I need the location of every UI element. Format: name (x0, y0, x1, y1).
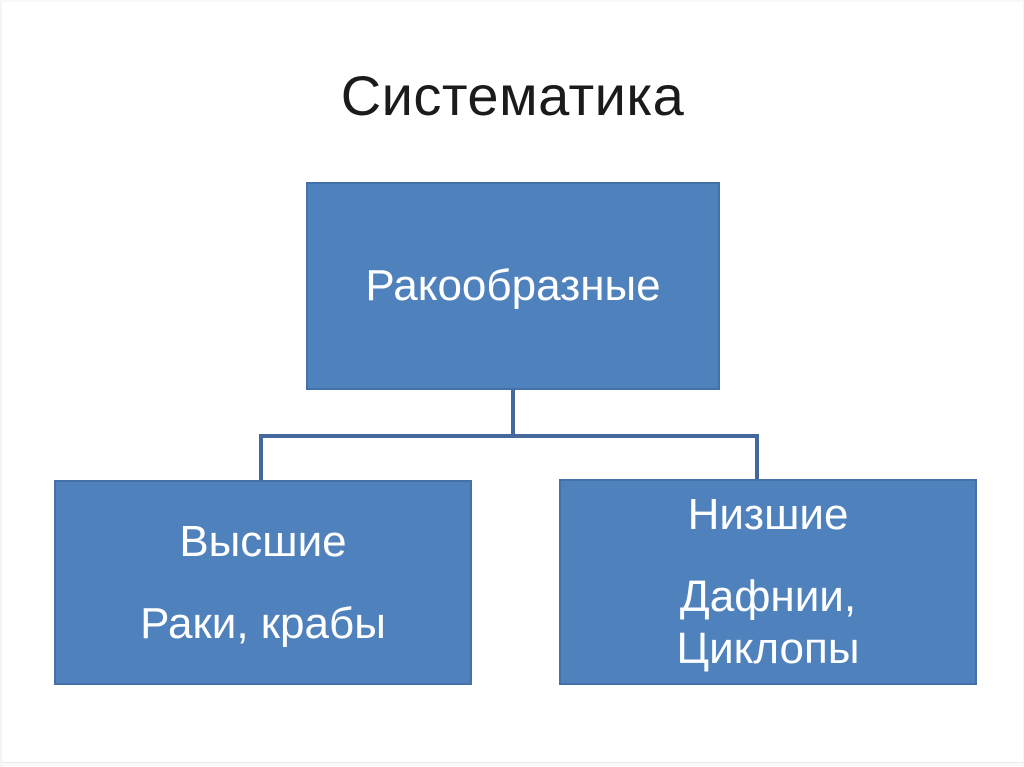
node-detail-line: Циклопы (676, 624, 860, 673)
slide-bottom-edge (2, 762, 1023, 767)
connector-drop-right (755, 436, 759, 480)
diagram-node-lower: Низшие Дафнии, Циклопы (559, 479, 977, 685)
slide-title: Систематика (340, 64, 685, 127)
node-detail: Раки, крабы (140, 598, 386, 650)
connector-drop-left (259, 436, 263, 480)
node-detail-line: Дафнии, (679, 572, 857, 621)
node-detail-line: Раки, крабы (140, 598, 386, 648)
node-label: Высшие (179, 516, 347, 566)
diagram-node-higher: Высшие Раки, крабы (54, 480, 472, 685)
node-label: Низшие (687, 490, 849, 539)
connector-stem (511, 390, 515, 436)
node-label: Ракообразные (365, 261, 661, 310)
connector-rail (259, 434, 759, 438)
diagram-node-crustaceans: Ракообразные (306, 182, 720, 390)
node-detail: Дафнии, Циклопы (677, 571, 860, 675)
